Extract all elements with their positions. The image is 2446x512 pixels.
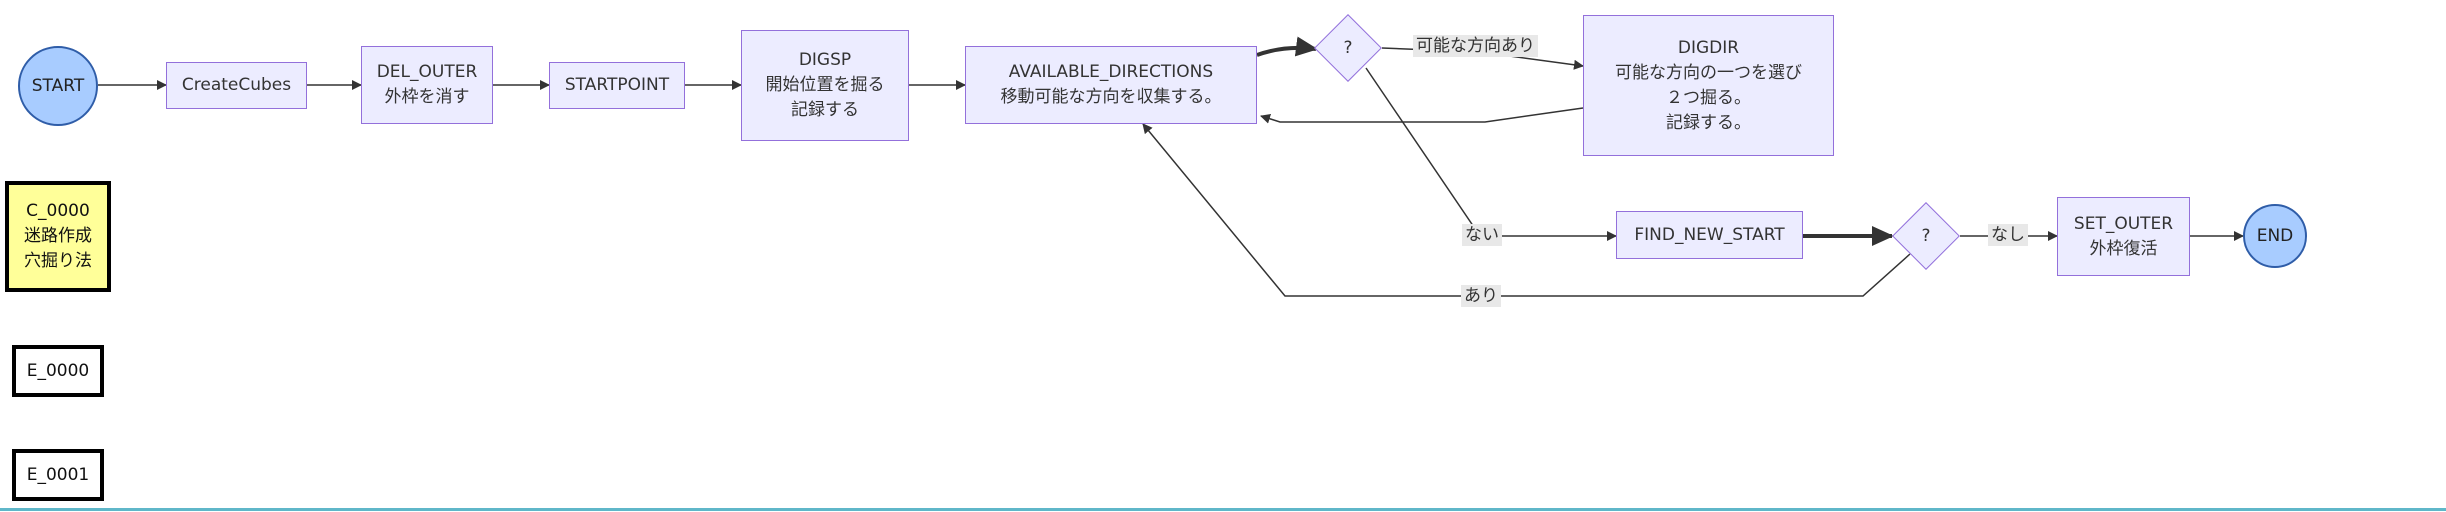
- end-label: END: [2256, 226, 2294, 246]
- bottom-border: [0, 508, 2446, 511]
- digdir-title: DIGDIR: [1677, 37, 1740, 58]
- edge-decision1-findnewstart: [1365, 67, 1617, 241]
- edge-label-none: ない: [1462, 224, 1502, 246]
- digdir-desc-1: 可能な方向の一つを選び: [1615, 62, 1802, 83]
- set-outer-node[interactable]: SET_OUTER 外枠復活: [2057, 197, 2190, 276]
- set-outer-desc: 外枠復活: [2089, 238, 2158, 259]
- available-directions-title: AVAILABLE_DIRECTIONS: [1008, 62, 1214, 82]
- decision-node-2[interactable]: ?: [1892, 202, 1960, 270]
- legend-e0000-label: E_0000: [26, 360, 90, 381]
- digdir-desc-2: ２つ掘る。: [1666, 87, 1751, 108]
- edge-available-decision1: [1256, 36, 1318, 57]
- legend-c0000-title: C_0000: [26, 201, 90, 221]
- find-new-start-node[interactable]: FIND_NEW_START: [1616, 211, 1803, 259]
- createcubes-node[interactable]: CreateCubes: [166, 62, 307, 109]
- end-node[interactable]: END: [2243, 204, 2307, 268]
- digsp-desc-1: 開始位置を掘る: [765, 75, 885, 95]
- decision-1-label: ?: [1343, 38, 1353, 58]
- available-directions-desc: 移動可能な方向を収集する。: [1000, 87, 1222, 107]
- digsp-title: DIGSP: [798, 50, 852, 70]
- del-outer-title: DEL_OUTER: [376, 62, 478, 82]
- decision-2-label: ?: [1921, 226, 1931, 246]
- legend-e0001-label: E_0001: [26, 464, 90, 485]
- available-directions-node[interactable]: AVAILABLE_DIRECTIONS 移動可能な方向を収集する。: [965, 46, 1257, 124]
- edge-decision2-available: [1142, 123, 1911, 297]
- digdir-desc-3: 記録する。: [1666, 112, 1751, 133]
- digdir-node[interactable]: DIGDIR 可能な方向の一つを選び ２つ掘る。 記録する。: [1583, 15, 1834, 156]
- edge-label-possible: 可能な方向あり: [1413, 35, 1538, 57]
- digsp-desc-2: 記録する: [791, 100, 859, 120]
- digsp-node[interactable]: DIGSP 開始位置を掘る 記録する: [741, 30, 909, 141]
- decision-node-1[interactable]: ?: [1314, 14, 1382, 82]
- legend-c0000-line-2: 穴掘り法: [24, 251, 92, 271]
- createcubes-label: CreateCubes: [181, 75, 292, 95]
- edge-digdir-available: [1260, 107, 1584, 124]
- find-new-start-label: FIND_NEW_START: [1634, 224, 1785, 245]
- legend-e0000: E_0000: [12, 345, 104, 397]
- start-node[interactable]: START: [18, 46, 98, 126]
- start-label: START: [31, 76, 85, 96]
- startpoint-node[interactable]: STARTPOINT: [549, 62, 685, 109]
- legend-c0000: C_0000 迷路作成 穴掘り法: [5, 181, 111, 292]
- del-outer-desc: 外枠を消す: [384, 87, 470, 107]
- edge-label-nashi: なし: [1988, 224, 2028, 246]
- edge-label-exists: あり: [1461, 285, 1501, 307]
- legend-e0001: E_0001: [12, 449, 104, 501]
- set-outer-title: SET_OUTER: [2073, 213, 2174, 234]
- legend-c0000-line-1: 迷路作成: [24, 226, 92, 246]
- startpoint-label: STARTPOINT: [564, 75, 670, 95]
- del-outer-node[interactable]: DEL_OUTER 外枠を消す: [361, 46, 493, 124]
